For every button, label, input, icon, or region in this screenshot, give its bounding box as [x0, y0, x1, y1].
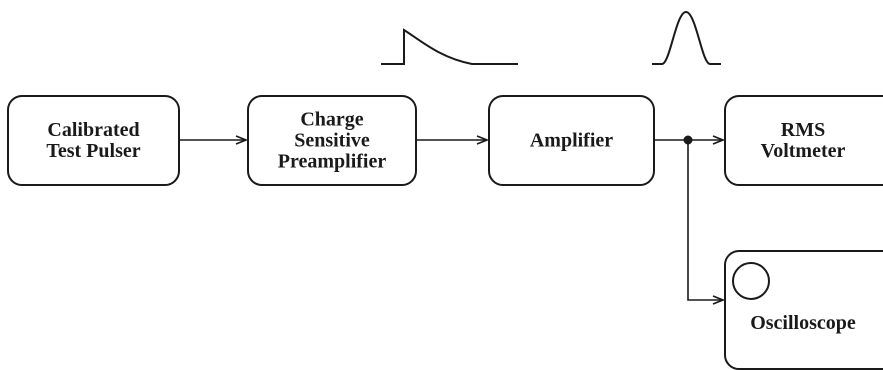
calibrated-test-pulser-label: Calibrated Test Pulser	[9, 118, 178, 162]
signal-chain-diagram: Calibrated Test Pulser Charge Sensitive …	[7, 10, 883, 370]
rms-label-line-2: Voltmeter	[760, 139, 846, 162]
amplifier-output-waveform	[652, 10, 721, 65]
oscilloscope-screen-icon	[732, 262, 770, 300]
oscilloscope-block: Oscilloscope	[724, 250, 883, 370]
preamp-label-line-2: Sensitive	[294, 129, 370, 151]
oscilloscope-label-line-1: Oscilloscope	[750, 312, 856, 334]
amplifier-label-line-1: Amplifier	[529, 129, 614, 151]
preamp-output-waveform	[381, 28, 518, 65]
pulser-label-line-1: Calibrated	[47, 118, 140, 141]
rms-label-line-1: RMS	[780, 118, 826, 141]
rms-voltmeter-label: RMS Voltmeter	[726, 118, 880, 162]
oscilloscope-label: Oscilloscope	[726, 312, 880, 334]
charge-sensitive-preamplifier-label: Charge Sensitive Preamplifier	[249, 109, 415, 172]
preamp-label-line-1: Charge	[300, 108, 364, 130]
preamp-label-line-3: Preamplifier	[277, 150, 387, 172]
rms-voltmeter-block: RMS Voltmeter	[724, 95, 883, 186]
pulser-label-line-2: Test Pulser	[46, 139, 141, 162]
amplifier-label: Amplifier	[490, 130, 653, 151]
amplifier-block: Amplifier	[488, 95, 655, 186]
charge-sensitive-preamplifier-block: Charge Sensitive Preamplifier	[247, 95, 417, 186]
connector-layer	[180, 10, 883, 340]
arrow-junction-to-scope	[687, 140, 723, 300]
calibrated-test-pulser-block: Calibrated Test Pulser	[7, 95, 180, 186]
